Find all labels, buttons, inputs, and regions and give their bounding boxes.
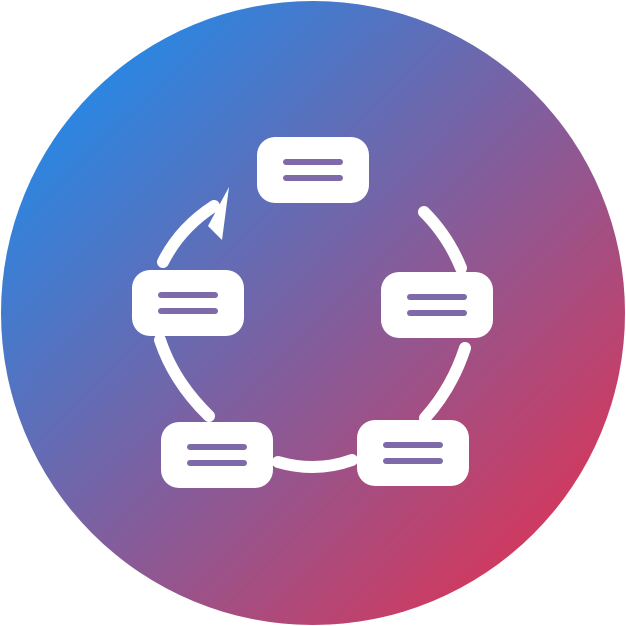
node-text-line: [158, 292, 218, 298]
node-text-line: [187, 444, 247, 450]
node-box: [257, 137, 369, 203]
node-text-line: [407, 310, 467, 316]
cycle-node-right: [381, 272, 493, 338]
node-text-line: [383, 442, 443, 448]
cycle-node-bottom-right: [357, 420, 469, 486]
node-box: [161, 422, 273, 488]
node-box: [132, 270, 244, 336]
cycle-nodes: [132, 137, 493, 488]
connector-left-to-top: [157, 200, 220, 268]
connector-right-to-bottom-right: [419, 342, 471, 424]
node-text-line: [283, 159, 343, 165]
node-box: [357, 420, 469, 486]
connector-bottom-right-to-bottom-left: [272, 454, 358, 474]
cycle-node-bottom-left: [161, 422, 273, 488]
cycle-node-left: [132, 270, 244, 336]
arrow-head-icon: [208, 187, 229, 240]
node-box: [381, 272, 493, 338]
cycle-connectors: [154, 200, 471, 474]
node-text-line: [383, 458, 443, 464]
cycle-node-top: [257, 137, 369, 203]
node-text-line: [158, 308, 218, 314]
node-text-line: [187, 460, 247, 466]
connector-bottom-left-to-left: [154, 334, 215, 422]
connector-top-to-right: [418, 206, 467, 274]
node-text-line: [407, 294, 467, 300]
node-text-line: [283, 175, 343, 181]
